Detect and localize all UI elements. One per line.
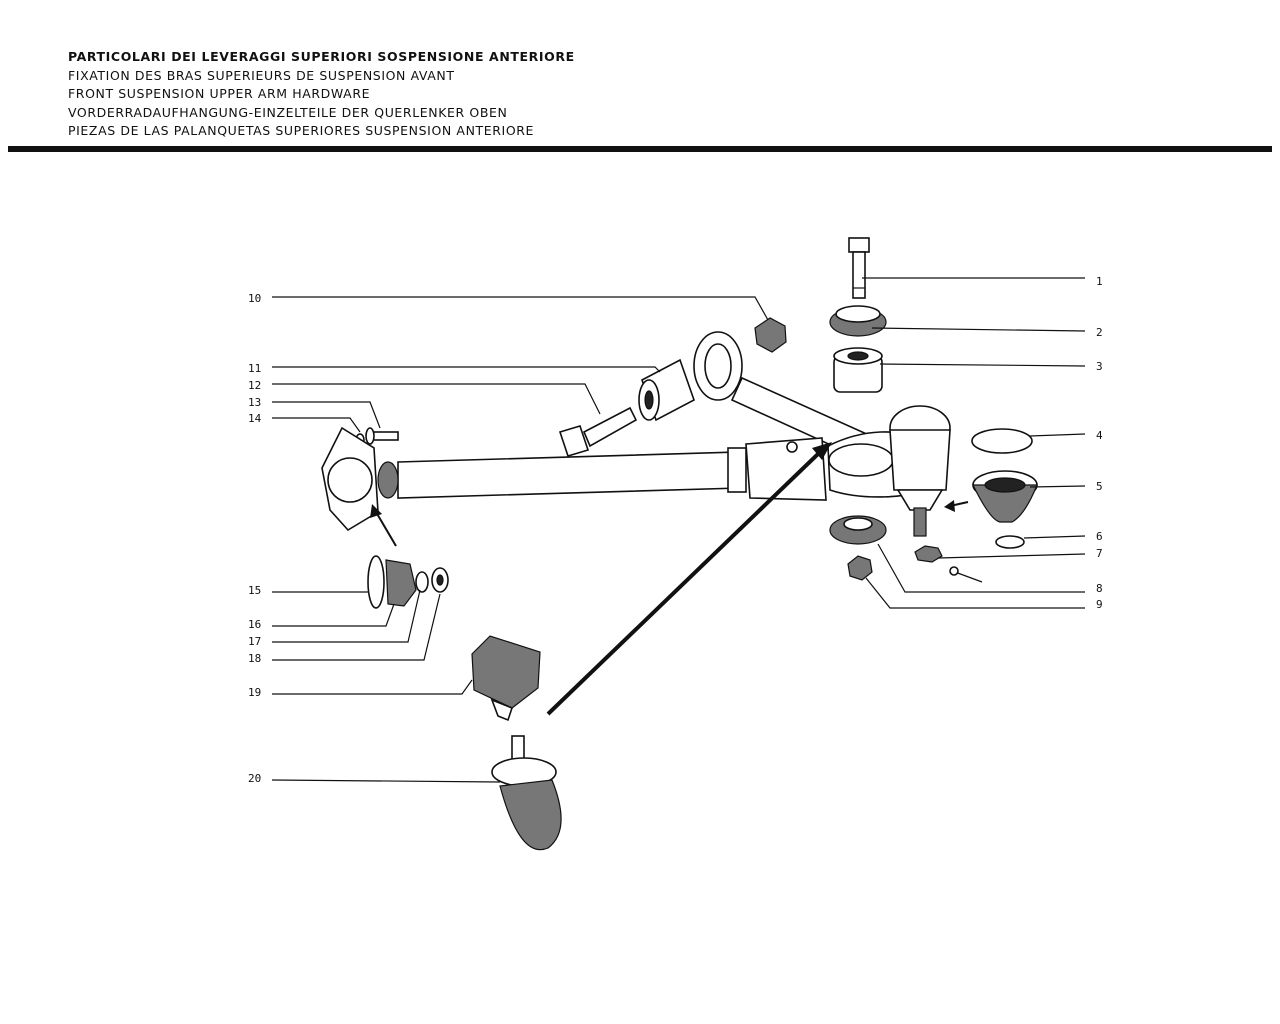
- callout-10: 10: [248, 292, 261, 305]
- part-1-bolt: [848, 237, 870, 299]
- part-12-bolt: [558, 406, 638, 457]
- part-4-ring: [971, 428, 1033, 454]
- part-8-slotted-nut: [829, 515, 887, 545]
- callout-14: 14: [248, 412, 262, 425]
- callout-7: 7: [1096, 547, 1103, 560]
- arrow-head-right: [944, 500, 955, 512]
- title-english: FRONT SUSPENSION UPPER ARM HARDWARE: [68, 86, 371, 101]
- ball-joint-flange: [321, 426, 399, 532]
- callout-6: 6: [1096, 530, 1103, 543]
- part-2-clamp: [829, 305, 887, 337]
- upper-arm: [397, 331, 951, 537]
- callout-15: 15: [248, 584, 261, 597]
- part-15-18-boot-group: [367, 555, 449, 609]
- callout-1: 1: [1096, 275, 1103, 288]
- header: PARTICOLARI DEI LEVERAGGI SUPERIORI SOSP…: [68, 48, 968, 141]
- part-10-nut: [754, 317, 787, 353]
- callout-13: 13: [248, 396, 261, 409]
- arrow-head-upper: [812, 442, 832, 460]
- part-7-castle-nut: [914, 545, 983, 583]
- part-20-rebound-bumper: [491, 735, 562, 851]
- callout-19: 19: [248, 686, 261, 699]
- callout-17: 17: [248, 635, 261, 648]
- callout-20: 20: [248, 772, 261, 785]
- callout-12: 12: [248, 379, 261, 392]
- part-6-small-ring: [995, 535, 1025, 549]
- callout-8: 8: [1096, 582, 1103, 595]
- part-19-bump-stop: [471, 635, 541, 722]
- arrow-head-left: [370, 504, 382, 518]
- leader-lines-left: [271, 296, 769, 783]
- callout-labels-left: 10 11 12 13 14 15 16 17 18 19 20: [248, 292, 262, 785]
- callout-18: 18: [248, 652, 261, 665]
- title-german: VORDERRADAUFHANGUNG-EINZELTEILE DER QUER…: [68, 104, 508, 120]
- callout-labels-right: 1 2 3 4 5 6 7 8 9: [1096, 275, 1103, 611]
- title-spanish: PIEZAS DE LAS PALANQUETAS SUPERIORES SUS…: [68, 123, 535, 138]
- callout-5: 5: [1096, 480, 1103, 493]
- callout-9: 9: [1096, 598, 1103, 611]
- title-italian: PARTICOLARI DEI LEVERAGGI SUPERIORI SOSP…: [68, 49, 575, 64]
- part-5-boot: [972, 470, 1038, 523]
- callout-4: 4: [1096, 429, 1103, 442]
- part-11-bushing: [638, 358, 695, 422]
- assembly-arrow-left: [375, 511, 397, 547]
- header-rule: [8, 146, 1272, 152]
- callout-2: 2: [1096, 326, 1103, 339]
- leader-lines-right: [862, 277, 1086, 609]
- coil-spring: [691, 523, 833, 922]
- callout-16: 16: [248, 618, 261, 631]
- part-3-bushing: [833, 347, 883, 393]
- callout-3: 3: [1096, 360, 1103, 373]
- callout-11: 11: [248, 362, 261, 375]
- title-french: FIXATION DES BRAS SUPERIEURS DE SUSPENSI…: [68, 67, 455, 83]
- assembly-arrow-upper: [546, 452, 820, 716]
- part-9-hex-nut: [847, 555, 873, 581]
